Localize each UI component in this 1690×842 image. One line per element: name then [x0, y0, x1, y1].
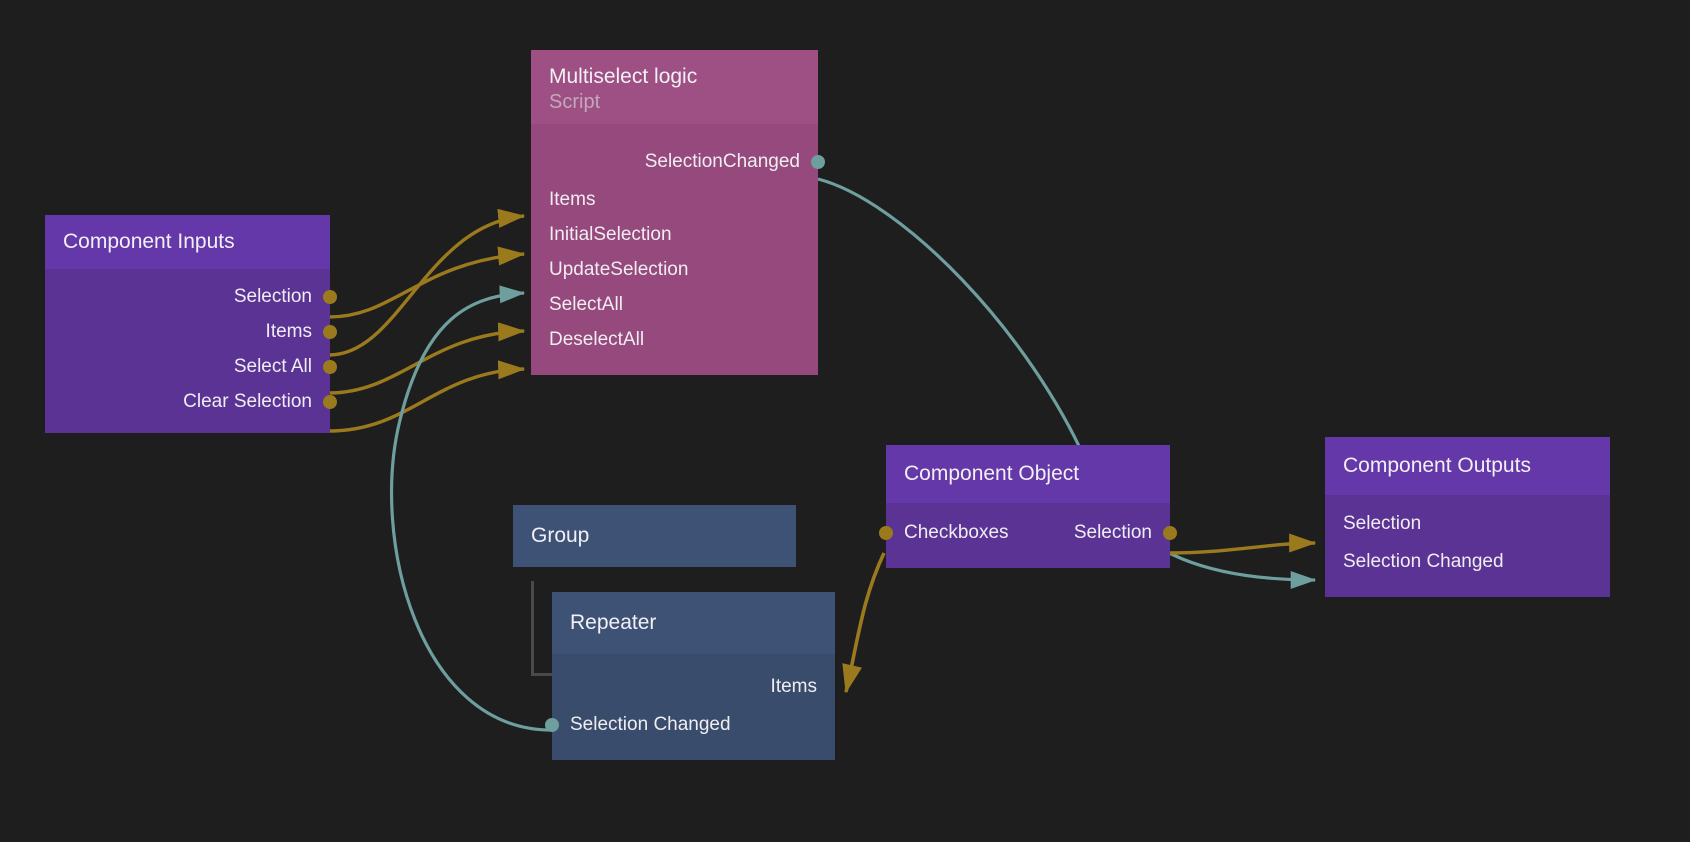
- port-row-selectall[interactable]: SelectAll: [531, 287, 818, 322]
- node-component-outputs[interactable]: Component Outputs Selection Selection Ch…: [1325, 437, 1610, 597]
- edge-clearselection-to-deselectall: [328, 360, 526, 433]
- node-header-multiselect-logic[interactable]: Multiselect logic Script: [531, 50, 818, 124]
- port-label: Select All: [233, 355, 312, 377]
- port-label: Items: [770, 676, 817, 697]
- node-group[interactable]: Group: [513, 505, 796, 567]
- node-component-object[interactable]: Component Object Checkboxes Selection: [879, 445, 1177, 568]
- node-body-component-outputs: Selection Selection Changed: [1325, 495, 1610, 597]
- node-title: Multiselect logic: [549, 65, 698, 88]
- port-row-selectionchanged[interactable]: SelectionChanged: [531, 142, 825, 182]
- node-title: Component Object: [904, 462, 1080, 485]
- node-subtitle: Script: [549, 91, 601, 113]
- node-title: Component Inputs: [63, 230, 235, 253]
- port-label: SelectionChanged: [644, 151, 800, 172]
- node-title: Group: [531, 524, 590, 547]
- node-body-component-object: Checkboxes Selection: [879, 503, 1177, 568]
- node-title: Repeater: [570, 611, 657, 634]
- port-dot-checkboxes[interactable]: [879, 525, 893, 540]
- port-dot-selection[interactable]: [323, 289, 337, 304]
- port-row-initialselection[interactable]: InitialSelection: [531, 217, 818, 252]
- group-child-bracket: [531, 581, 556, 676]
- node-header-component-inputs[interactable]: Component Inputs: [45, 215, 330, 269]
- port-row-clear-selection[interactable]: Clear Selection: [45, 384, 337, 419]
- node-multiselect-logic[interactable]: Multiselect logic Script SelectionChange…: [531, 50, 825, 375]
- node-body-multiselect-logic: SelectionChanged Items InitialSelection …: [531, 124, 825, 375]
- port-dot-selection[interactable]: [1163, 525, 1177, 540]
- port-dot-items[interactable]: [323, 324, 337, 339]
- port-label: SelectAll: [549, 293, 623, 315]
- port-dot-select-all[interactable]: [323, 359, 337, 374]
- port-row-selection[interactable]: Selection: [1073, 515, 1177, 550]
- port-row-items[interactable]: Items: [552, 668, 835, 706]
- port-label: Selection Changed: [1343, 551, 1504, 572]
- node-header-component-outputs[interactable]: Component Outputs: [1325, 437, 1610, 495]
- port-row-items[interactable]: Items: [45, 314, 337, 349]
- port-label: Selection: [1073, 521, 1152, 543]
- edge-selection-to-initialselection: [328, 246, 526, 319]
- port-dot-selection-changed[interactable]: [545, 718, 559, 732]
- port-row-checkboxes[interactable]: Checkboxes: [879, 515, 1009, 550]
- node-body-component-inputs: Selection Items Select All Clear Selecti…: [45, 269, 337, 433]
- node-repeater[interactable]: Repeater Items Selection Changed: [545, 592, 835, 760]
- edge-selectall-to-selectall: [328, 322, 526, 395]
- port-label: UpdateSelection: [549, 258, 689, 280]
- port-label: Items: [265, 320, 312, 342]
- node-title: Component Outputs: [1343, 454, 1531, 477]
- port-row-selection[interactable]: Selection: [45, 279, 337, 314]
- node-body-repeater: Items Selection Changed: [545, 654, 835, 760]
- port-label: DeselectAll: [549, 328, 645, 350]
- port-row-items[interactable]: Items: [531, 182, 818, 217]
- port-label: Items: [549, 188, 596, 210]
- port-dot-clear-selection[interactable]: [323, 394, 337, 409]
- port-label: Selection: [233, 285, 312, 307]
- edge-items-to-items: [328, 208, 526, 357]
- port-label: Selection: [1343, 513, 1422, 534]
- edge-checkboxes-to-repeater-items: [842, 552, 886, 694]
- port-label: Selection Changed: [570, 714, 731, 735]
- node-component-inputs[interactable]: Component Inputs Selection Items Select …: [45, 215, 337, 433]
- port-label: Clear Selection: [183, 390, 312, 412]
- node-header-component-object[interactable]: Component Object: [886, 445, 1170, 503]
- port-row-updateselection[interactable]: UpdateSelection: [531, 252, 818, 287]
- port-label: Checkboxes: [904, 521, 1009, 543]
- edge-object-selection-to-output-selection: [1169, 533, 1317, 555]
- port-label: InitialSelection: [549, 223, 672, 245]
- port-row-selection-changed[interactable]: Selection Changed: [1325, 543, 1610, 581]
- node-header-group[interactable]: Group: [513, 505, 796, 567]
- port-row-select-all[interactable]: Select All: [45, 349, 337, 384]
- port-dot-selectionchanged[interactable]: [811, 155, 825, 169]
- port-row-selection-changed[interactable]: Selection Changed: [545, 706, 835, 744]
- node-header-repeater[interactable]: Repeater: [552, 592, 835, 654]
- port-row-deselectall[interactable]: DeselectAll: [531, 322, 818, 357]
- port-row-selection[interactable]: Selection: [1325, 505, 1610, 543]
